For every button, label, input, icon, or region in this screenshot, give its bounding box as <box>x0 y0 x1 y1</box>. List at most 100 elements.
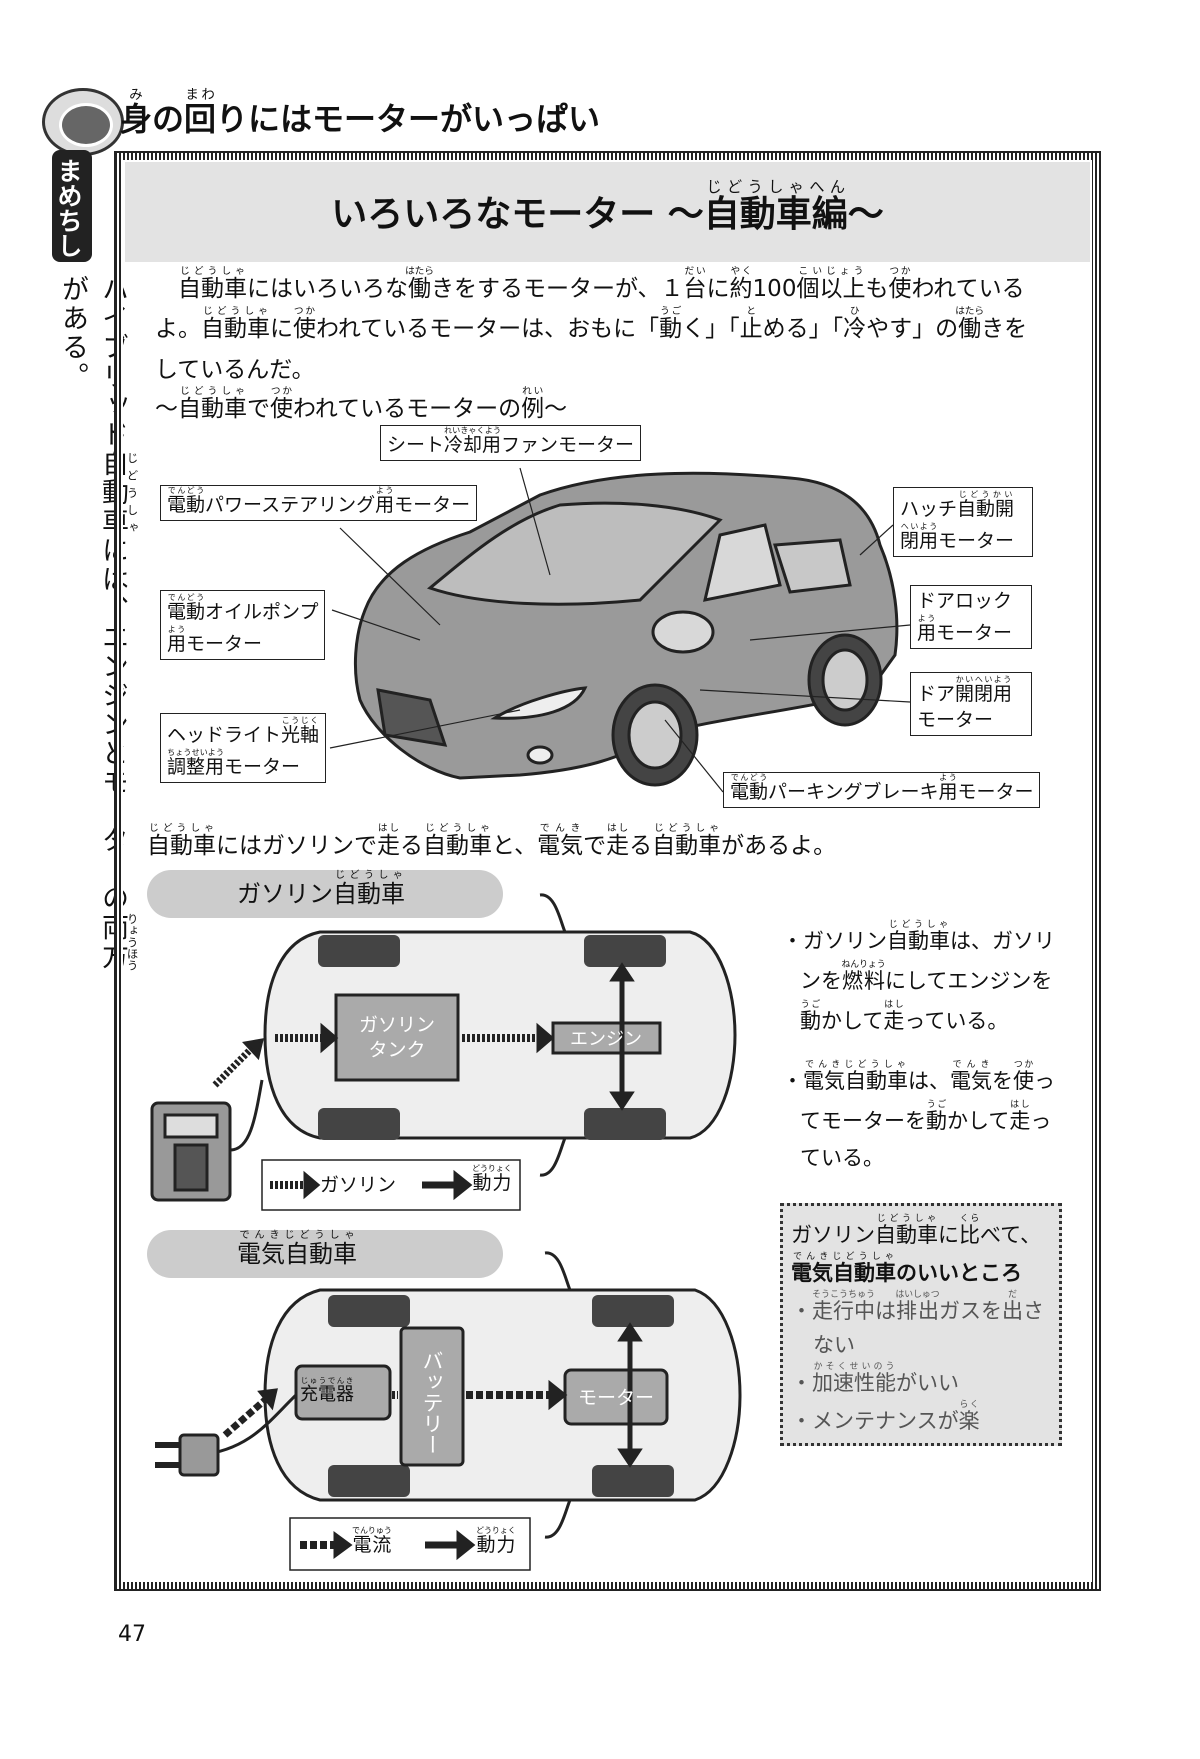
ruby-word: 排出はいしゅつ <box>895 1290 940 1323</box>
ruby-word: 個以上こいじょう <box>796 266 866 302</box>
ruby-word: 冷ひ <box>843 306 867 342</box>
ruby-word: 働はたら <box>955 306 985 342</box>
text-segment: ～ <box>544 396 568 422</box>
ruby-word: 身み <box>120 88 153 138</box>
text-segment: める」「 <box>762 316 844 342</box>
text-segment: べて、 <box>980 1223 1042 1247</box>
text-segment: の <box>152 100 185 138</box>
text-segment: ている。 <box>800 1146 884 1170</box>
text-segment: に <box>270 316 293 342</box>
legend-power-label: 動力どうりょく <box>476 1526 516 1557</box>
text-segment: がある。 <box>57 275 88 391</box>
text-segment: ・メンテナンスが <box>791 1409 959 1433</box>
engine-box <box>551 1021 662 1055</box>
ruby-word: 閉用へいよう <box>900 522 939 552</box>
text-segment: ガスを <box>939 1299 1003 1323</box>
ruby-word: 動うご <box>926 1100 947 1133</box>
ruby-word: 充電器じゅうでんき <box>300 1376 354 1405</box>
ruby-word: 電気自動車でんきじどうしゃ <box>791 1252 896 1285</box>
ruby-word: 自動車じどうしゃ <box>201 306 270 342</box>
text-line: ている。 <box>782 1140 1072 1177</box>
text-segment: モーター <box>917 709 994 731</box>
merit-item: ・メンテナンスが楽らく <box>791 1400 1051 1438</box>
electric-car-diagram <box>155 1251 742 1571</box>
text-segment: ファンモーター <box>501 434 635 456</box>
ruby-word: 使つか <box>888 266 912 302</box>
ruby-word: 自動車じどうしゃ <box>147 823 216 859</box>
ruby-word: 電気でんき <box>950 1060 992 1093</box>
text-segment: さ <box>1023 1299 1045 1323</box>
text-segment: ドアロック <box>917 590 1013 612</box>
section-icon <box>42 88 124 156</box>
battery-label: バッテリー <box>420 1350 444 1455</box>
text-segment: っ <box>1030 1109 1052 1133</box>
text-segment: に <box>706 276 730 302</box>
ruby-word: 電気自動車でんきじどうしゃ <box>237 1230 357 1268</box>
merit-heading: 電気自動車でんきじどうしゃのいいところ <box>791 1252 1051 1290</box>
ruby-word: 走はし <box>1009 1100 1031 1133</box>
gasoline-car-diagram <box>150 893 737 1211</box>
text-segment: ガソリン <box>803 929 887 953</box>
ruby-word: 電気でんき <box>537 823 584 859</box>
label-line: 用ようモーター <box>917 614 1025 646</box>
ruby-word: 動力どうりょく <box>476 1526 516 1556</box>
legend-power-label: 動力どうりょく <box>472 1164 512 1195</box>
merit-item: ・走行中そうこうちゅうは排出はいしゅつガスを出ださ <box>791 1290 1051 1328</box>
text-segment: ガソリン <box>237 880 333 908</box>
text-segment: っ <box>1034 1069 1055 1093</box>
text-segment: ・ <box>791 1299 812 1323</box>
text-segment: と、 <box>492 833 538 859</box>
text-segment: は、ガソリ <box>950 929 1055 953</box>
text-segment: しているんだ。 <box>155 357 315 383</box>
text-segment: ～ <box>155 396 178 422</box>
ruby-word: 使つか <box>1013 1060 1034 1093</box>
ruby-word: 自動車じどうしゃ <box>333 870 405 908</box>
ruby-word: 自動車じどうしゃ <box>178 386 247 422</box>
engine-label: エンジン <box>570 1029 642 1050</box>
text-segment: われているモーターは、おもに「 <box>316 316 660 342</box>
example-heading: ～自動車じどうしゃで使つかわれているモーターの例れい～ <box>155 386 567 423</box>
ruby-word: 電流でんりゅう <box>352 1526 392 1556</box>
ruby-word: 約やく <box>729 266 753 302</box>
label-line: モーター <box>917 707 1025 733</box>
ruby-word: 調整用ちょうせいよう <box>167 748 225 778</box>
ruby-word: 動うご <box>659 306 683 342</box>
ruby-word: 走はし <box>606 823 630 859</box>
label-power-steering-motor: 電動でんどうパワーステアリング用ようモーター <box>160 485 478 521</box>
ruby-word: 電動でんどう <box>730 773 769 803</box>
text-segment: は <box>875 1299 896 1323</box>
gas-tank-box <box>334 993 460 1082</box>
text-segment: てモーターを <box>800 1109 926 1133</box>
text-segment: シート <box>387 434 445 456</box>
text-segment: ガソリン <box>320 1174 397 1196</box>
text-segment: かして <box>947 1109 1010 1133</box>
car-types-sentence: 自動車じどうしゃにはガソリンで走はしる自動車じどうしゃと、電気でんきで走はしる自… <box>147 823 836 860</box>
text-segment: にはいろいろな <box>247 276 408 302</box>
text-segment: われている <box>911 276 1025 302</box>
text-segment: く」「 <box>682 316 740 342</box>
text-segment: きを <box>981 316 1028 342</box>
text-segment: われているモーターの <box>293 396 522 422</box>
merit-heading: ガソリン自動車じどうしゃに比くらべて、 <box>791 1214 1051 1252</box>
label-line: ヘッドライト光軸こうじく <box>167 716 319 748</box>
text-segment: ガソリン <box>791 1223 875 1247</box>
gas-tank-label-1: ガソリン <box>359 1014 435 1036</box>
leader-lines <box>329 467 911 793</box>
text-segment: る <box>629 833 653 859</box>
text-segment: かして <box>821 1009 884 1033</box>
ruby-word: 使つか <box>293 306 316 342</box>
ruby-word: 自動車じどうしゃ <box>423 823 492 859</box>
text-line: 動うごかして走はしっている。 <box>782 1000 1072 1040</box>
gasoline-car-pill: ガソリン自動車じどうしゃ <box>147 870 503 918</box>
text-line: ・電気自動車でんきじどうしゃは、電気でんきを使つかっ <box>782 1060 1055 1093</box>
ruby-word: 電動でんどう <box>167 486 206 516</box>
ruby-word: 自動開じどうかい <box>957 490 1015 520</box>
merit-item: ない <box>791 1328 1051 1362</box>
ruby-word: 加速性能かそくせいのう <box>812 1362 896 1395</box>
merit-item: ・加速性能かそくせいのうがいい <box>791 1362 1051 1400</box>
legend-gasoline-label: ガソリン <box>320 1170 396 1197</box>
ruby-word: 使つか <box>270 386 293 422</box>
text-segment: モーター <box>186 633 263 655</box>
ruby-word: 走はし <box>883 1000 905 1033</box>
text-segment: ない <box>813 1333 855 1357</box>
